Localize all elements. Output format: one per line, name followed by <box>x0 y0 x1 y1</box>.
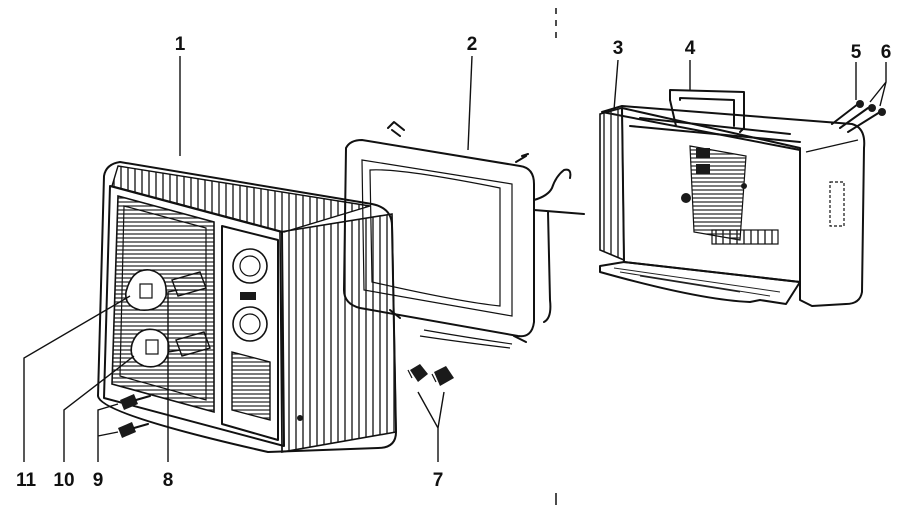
cabinet-screws-part <box>407 364 454 386</box>
knob-lower <box>130 328 170 368</box>
callout-11: 11 <box>16 470 37 491</box>
antenna-terminals <box>831 100 886 133</box>
picture-tube-part <box>343 121 585 349</box>
callout-3: 3 <box>613 38 624 59</box>
callout-1: 1 <box>175 34 186 55</box>
callout-10: 10 <box>53 470 74 491</box>
callout-7: 7 <box>433 470 444 491</box>
leader-lines <box>23 55 887 462</box>
callout-labels: 1 2 3 4 5 6 7 8 9 10 11 <box>16 34 891 491</box>
callout-5: 5 <box>851 42 862 63</box>
callout-9: 9 <box>93 470 104 491</box>
callout-8: 8 <box>163 470 174 491</box>
handle-part <box>669 89 745 133</box>
screws <box>118 394 151 438</box>
callout-2: 2 <box>467 34 478 55</box>
chassis-back-part <box>599 105 866 307</box>
callout-4: 4 <box>685 38 696 59</box>
knob-shafts <box>171 271 211 357</box>
knob-upper <box>124 269 167 312</box>
callout-6: 6 <box>881 42 892 63</box>
